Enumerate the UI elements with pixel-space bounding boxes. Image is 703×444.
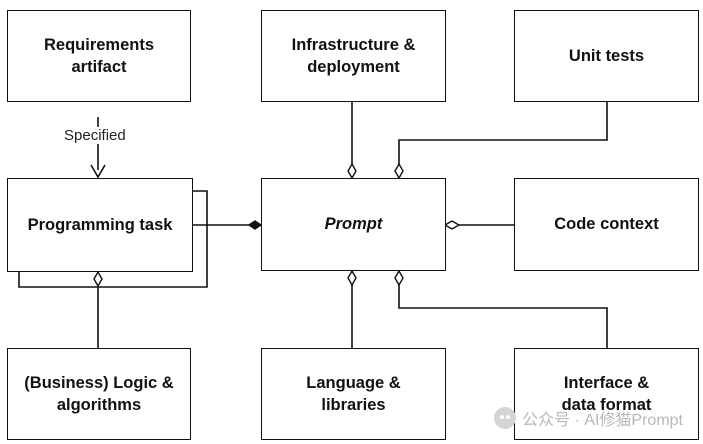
watermark-text: 公众号 · AI修猫Prompt: [522, 412, 683, 429]
programming-task-stack-outline: [18, 190, 208, 288]
language-prompt-diamond: [347, 269, 357, 287]
code-context-label: Code context: [554, 215, 659, 234]
interface-data-format-label: Interface & data format: [561, 373, 652, 414]
specified-edge-label: Specified: [62, 127, 128, 144]
unit-tests-label: Unit tests: [568, 46, 645, 65]
requirements-artifact-box: Requirements artifact: [7, 10, 191, 102]
infrastructure-deployment-box: Infrastructure & deployment: [261, 10, 446, 102]
tests-prompt-diamond: [394, 162, 404, 180]
watermark: 公众号 · AI修猫Prompt: [494, 406, 683, 430]
logic-task-diamond: [93, 270, 103, 288]
interface-prompt-diamond: [394, 269, 404, 287]
context-prompt-diamond: [443, 220, 461, 230]
interface-prompt-edge: [398, 285, 608, 348]
business-logic-box: (Business) Logic & algorithms: [7, 348, 191, 440]
task-prompt-diamond: [247, 220, 263, 230]
interface-data-format-box: Interface & data format: [514, 348, 699, 440]
unit-tests-box: Unit tests: [514, 10, 699, 102]
business-logic-label: (Business) Logic & algorithms: [24, 373, 174, 414]
specified-arrowhead: [90, 164, 106, 179]
prompt-box: Prompt: [261, 178, 446, 271]
code-context-box: Code context: [514, 178, 699, 271]
prompt-label: Prompt: [324, 215, 383, 234]
wechat-icon: [494, 407, 517, 429]
programming-task-label: Programming task: [27, 215, 173, 234]
language-libraries-box: Language & libraries: [261, 348, 446, 440]
tests-prompt-edge: [398, 102, 608, 164]
programming-task-box: Programming task: [7, 178, 193, 272]
infrastructure-deployment-label: Infrastructure & deployment: [291, 35, 416, 76]
requirements-artifact-label: Requirements artifact: [43, 35, 155, 76]
infra-prompt-diamond: [347, 162, 357, 180]
language-libraries-label: Language & libraries: [306, 373, 401, 414]
